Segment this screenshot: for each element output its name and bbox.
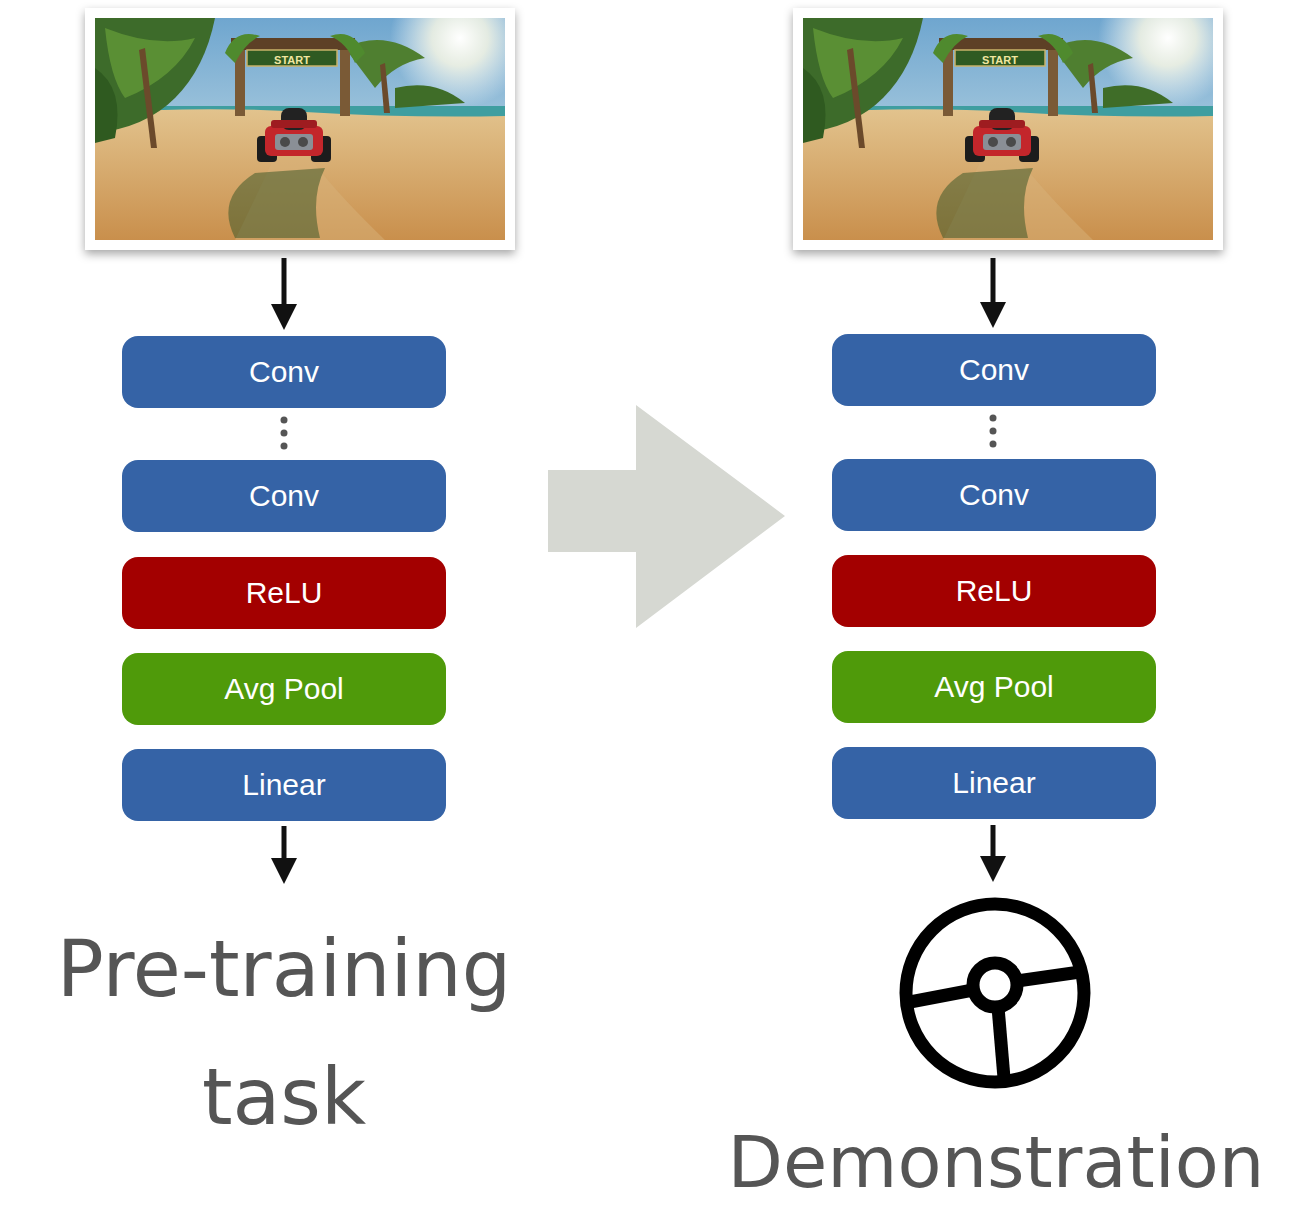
layer-name: Conv xyxy=(249,355,319,389)
task-caption-box: Demonstration xyxy=(686,1112,1306,1209)
game-screenshot xyxy=(85,0,530,250)
linear-layer: Linear xyxy=(122,749,446,821)
layer-name: Linear xyxy=(952,766,1035,800)
game-screenshot xyxy=(793,0,1238,250)
transfer-arrow xyxy=(548,405,785,628)
layer-name: Conv xyxy=(959,478,1029,512)
relu-layer: ReLU xyxy=(832,555,1156,627)
layer-name: ReLU xyxy=(956,574,1033,608)
banner-text-box: START xyxy=(955,50,1045,68)
layer-name: Conv xyxy=(959,353,1029,387)
task-caption: Pre-training task xyxy=(49,905,519,1161)
relu-layer: ReLU xyxy=(122,557,446,629)
conv-layer: Conv xyxy=(122,460,446,532)
steering-wheel-icon xyxy=(906,904,1084,1082)
banner-text-box: START xyxy=(247,50,337,68)
conv-layer: Conv xyxy=(832,459,1156,531)
task-caption: Demonstration xyxy=(728,1112,1265,1209)
pool-layer: Avg Pool xyxy=(832,651,1156,723)
banner-text: START xyxy=(274,53,310,67)
layer-name: Avg Pool xyxy=(224,672,344,706)
task-caption-box: Pre-training task xyxy=(4,905,564,1161)
layer-name: Linear xyxy=(242,768,325,802)
layer-name: ReLU xyxy=(246,576,323,610)
conv-layer: Conv xyxy=(832,334,1156,406)
banner-text: START xyxy=(982,53,1018,67)
layer-name: Conv xyxy=(249,479,319,513)
pool-layer: Avg Pool xyxy=(122,653,446,725)
linear-layer: Linear xyxy=(832,747,1156,819)
conv-layer: Conv xyxy=(122,336,446,408)
layer-name: Avg Pool xyxy=(934,670,1054,704)
